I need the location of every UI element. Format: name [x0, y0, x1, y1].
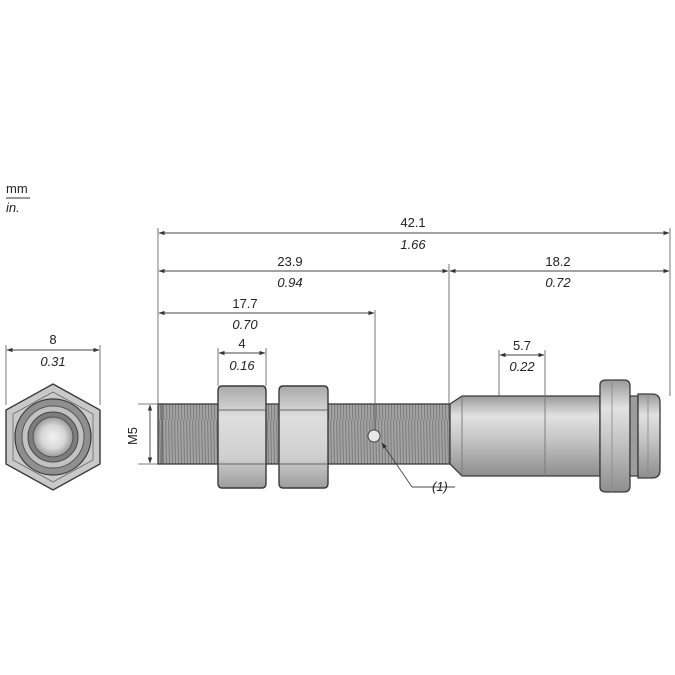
led-indicator-hole [367, 429, 381, 443]
connector-mm: 5.7 [513, 338, 531, 353]
connector-in: 0.22 [509, 359, 535, 374]
connector [599, 379, 661, 493]
thread-length-in: 0.94 [277, 275, 302, 290]
sensor-side-view [157, 379, 661, 493]
thread-size-label: M5 [125, 427, 140, 445]
sensor-body [449, 395, 601, 477]
nut-offset-in: 0.70 [232, 317, 258, 332]
lock-nut-1 [217, 385, 267, 489]
unit-in-label: in. [6, 200, 20, 215]
hex-end-view: 8 0.31 [5, 332, 101, 491]
nut-width-in: 0.16 [229, 358, 255, 373]
sensor-face [32, 416, 74, 458]
hex-width-in: 0.31 [40, 354, 65, 369]
lock-nut-2 [278, 385, 329, 489]
callout-leader-line [381, 442, 413, 488]
nut-width-mm: 4 [238, 336, 245, 351]
overall-length-in: 1.66 [400, 237, 426, 252]
units-legend: mm in. [6, 181, 30, 215]
overall-length-mm: 42.1 [400, 215, 425, 230]
hex-width-mm: 8 [49, 332, 56, 347]
unit-mm-label: mm [6, 181, 28, 196]
body-length-in: 0.72 [545, 275, 571, 290]
thread-length-mm: 23.9 [277, 254, 302, 269]
callout-label: (1) [432, 479, 448, 494]
body-length-mm: 18.2 [545, 254, 570, 269]
nut-offset-mm: 17.7 [232, 296, 257, 311]
dimensions: 42.1 1.66 23.9 0.94 18.2 0.72 17.7 0.70 … [125, 215, 671, 494]
